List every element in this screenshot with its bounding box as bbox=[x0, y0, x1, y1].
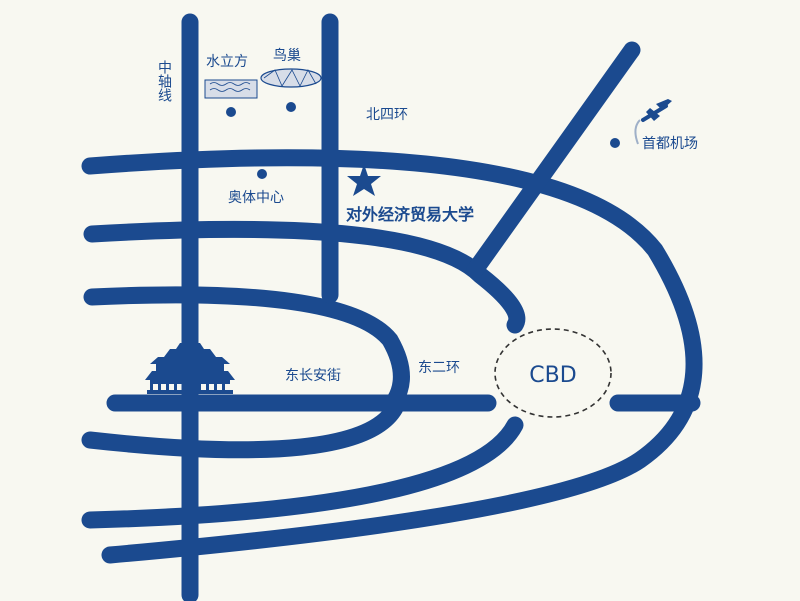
central-axis-label: 中轴线 bbox=[156, 60, 172, 102]
east-2nd-ring-label: 东二环 bbox=[418, 360, 460, 376]
north-4th-ring-label: 北四环 bbox=[366, 107, 408, 123]
outer-ring-road bbox=[81, 149, 703, 564]
inner-ring-road-lower bbox=[81, 399, 404, 459]
star-icon bbox=[347, 164, 381, 196]
water-cube-dot bbox=[226, 107, 236, 117]
cbd-label: CBD bbox=[529, 363, 576, 388]
capital-airport-dot bbox=[610, 138, 620, 148]
water-cube-label: 水立方 bbox=[206, 54, 248, 70]
cbd-area-circle bbox=[494, 328, 612, 418]
olympic-center-dot bbox=[257, 169, 267, 179]
inner-ring-road bbox=[83, 286, 410, 409]
east-changan-label: 东长安街 bbox=[285, 368, 341, 384]
water-cube-icon bbox=[204, 79, 258, 99]
airport-expressway-road bbox=[466, 41, 641, 279]
olympic-center-label: 奥体中心 bbox=[228, 189, 284, 206]
airplane-icon bbox=[634, 99, 672, 145]
forbidden-city-icon bbox=[145, 343, 235, 394]
capital-airport-label: 首都机场 bbox=[642, 136, 698, 152]
university-label: 对外经济贸易大学 bbox=[346, 205, 474, 224]
birds-nest-icon bbox=[260, 68, 322, 88]
birds-nest-dot bbox=[286, 102, 296, 112]
middle-ring-road bbox=[83, 220, 526, 334]
birds-nest-label: 鸟巢 bbox=[273, 48, 301, 64]
